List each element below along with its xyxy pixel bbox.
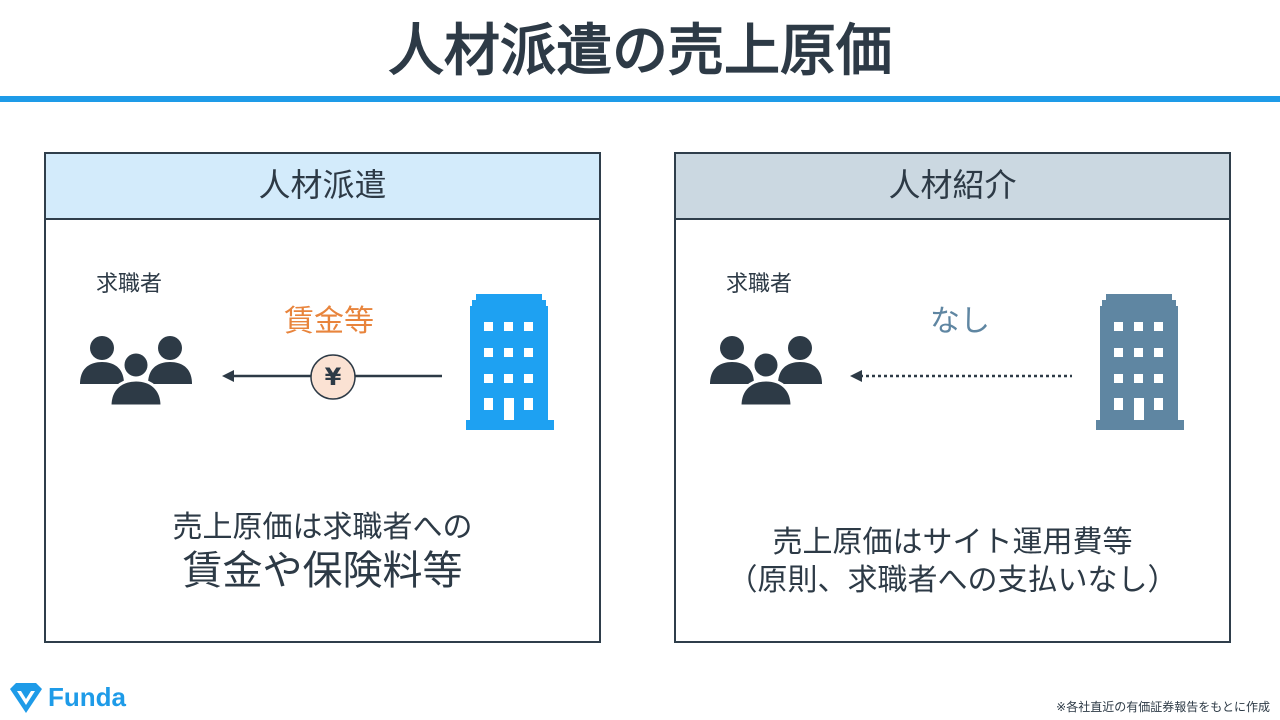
page-title: 人材派遣の売上原価 [388, 19, 892, 84]
dispatch-summary-line1: 売上原価は求職者への [172, 510, 473, 545]
placement-summary-line1: 売上原価はサイト運用費等 [772, 525, 1133, 560]
people-group-icon [80, 336, 192, 408]
title-underline [0, 96, 1280, 102]
placement-panel: 人材紹介 求職者 なし 売上原価はサイト運用費等 （原則、求職者への支払いなし） [674, 152, 1231, 643]
yen-coin-icon [310, 354, 356, 400]
yen-symbol: ¥ [324, 363, 342, 391]
placement-summary-line2: （原則、求職者への支払いなし） [727, 563, 1178, 598]
office-building-icon [1096, 294, 1184, 430]
dispatch-summary-line2: 賃金や保険料等 [182, 548, 463, 594]
dotted-arrow [850, 370, 1072, 382]
job-seeker-label: 求職者 [726, 272, 793, 297]
none-flow-label: なし [930, 304, 990, 339]
job-seeker-label: 求職者 [96, 272, 163, 297]
office-building-icon [466, 294, 554, 430]
dispatch-panel-heading: 人材派遣 [46, 154, 599, 220]
people-group-icon [710, 336, 822, 408]
brand-name: Funda [48, 682, 126, 712]
dispatch-panel: 人材派遣 求職者 賃金等 ¥ 売上原価 [44, 152, 601, 643]
source-footnote: ※各社直近の有価証券報告をもとに作成 [1056, 700, 1270, 714]
funda-logo-icon [10, 683, 42, 713]
wage-flow-label: 賃金等 [284, 304, 374, 339]
placement-panel-heading: 人材紹介 [676, 154, 1229, 220]
